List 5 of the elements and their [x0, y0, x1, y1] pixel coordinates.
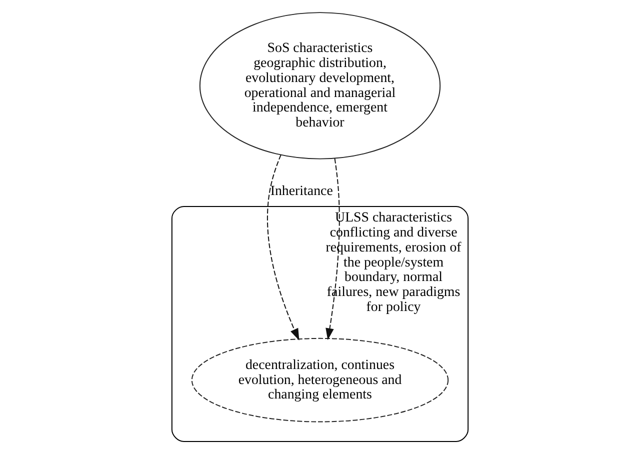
edge-label: Inheritance [270, 184, 333, 199]
node-ellipse: decentralization, continues evolution, heterogeneous and changing elements [191, 338, 449, 422]
node-ellipse: SoS characteristics geographic distribution, evolutionary development, operational and managerial independence, emergent behavior [199, 12, 441, 160]
arrow [326, 158, 340, 340]
arrow [267, 154, 300, 340]
